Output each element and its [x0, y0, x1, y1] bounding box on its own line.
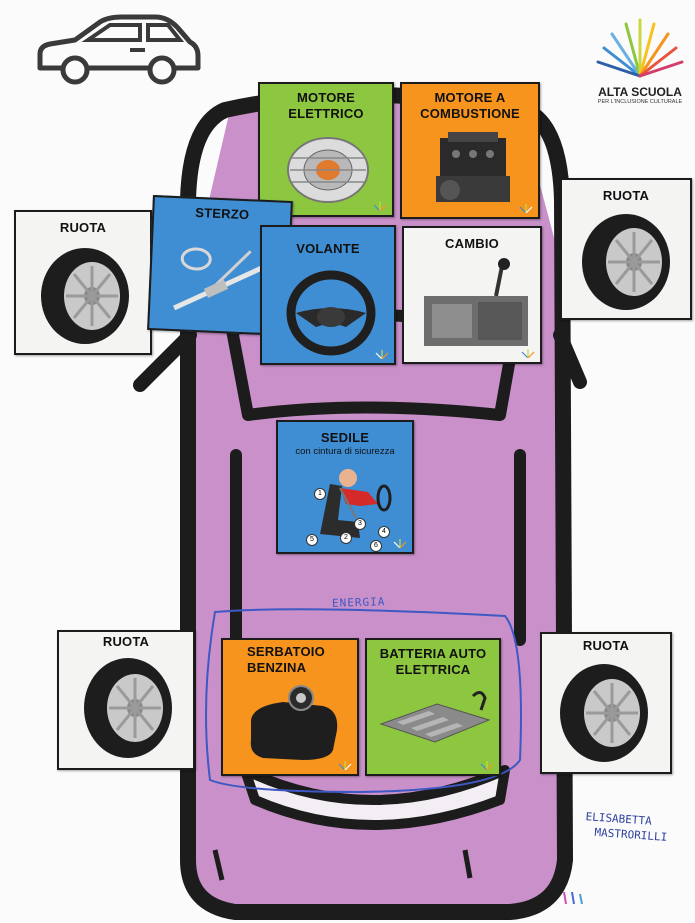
ev-battery-icon	[377, 684, 493, 754]
card-cambio: CAMBIO	[402, 226, 542, 364]
author-signature: ELISABETTA MASTRORILLI	[584, 809, 669, 845]
card-batteria-title: BATTERIA AUTO ELETTRICA	[367, 646, 499, 678]
tire-icon	[30, 244, 140, 348]
card-motore-combustione-title: MOTORE A COMBUSTIONE	[402, 90, 538, 122]
gearbox-icon	[416, 256, 534, 356]
tire-icon	[73, 654, 183, 762]
seat-callout-4: 4	[378, 526, 390, 538]
combustion-engine-icon	[430, 128, 516, 208]
card-motore-elettrico-title: MOTORE ELETTRICO	[260, 90, 392, 122]
seat-callout-3: 3	[354, 518, 366, 530]
card-ruota-front-left: RUOTA	[14, 210, 152, 355]
card-ruota-title: RUOTA	[59, 634, 193, 650]
card-sedile-subtitle: con cintura di sicurezza	[278, 446, 412, 457]
mini-logo-icon	[479, 760, 495, 770]
card-batteria-auto-elettrica: BATTERIA AUTO ELETTRICA	[365, 638, 501, 776]
marker-strokes-icon	[558, 888, 598, 908]
card-serbatoio-title: SERBATOIO BENZINA	[223, 644, 357, 676]
mini-logo-icon	[520, 348, 536, 358]
card-motore-combustione: MOTORE A COMBUSTIONE	[400, 82, 540, 219]
fuel-tank-icon	[243, 680, 343, 766]
seat-callout-6: 6	[370, 540, 382, 552]
card-volante-title: VOLANTE	[262, 241, 394, 257]
card-ruota-title: RUOTA	[16, 220, 150, 236]
steering-wheel-icon	[286, 269, 376, 357]
card-ruota-front-right: RUOTA	[560, 178, 692, 320]
seat-callout-5: 5	[306, 534, 318, 546]
seat-callout-2: 2	[340, 532, 352, 544]
mini-logo-icon	[372, 201, 388, 211]
tire-icon	[574, 210, 682, 314]
tire-icon	[552, 660, 660, 766]
card-sedile: SEDILE con cintura di sicurezza 1 2 3 4 …	[276, 420, 414, 554]
card-sedile-title: SEDILE	[278, 430, 412, 446]
card-serbatoio-benzina: SERBATOIO BENZINA	[221, 638, 359, 776]
card-sterzo-title: STERZO	[154, 203, 291, 225]
mini-logo-icon	[374, 349, 390, 359]
mini-logo-icon	[337, 760, 353, 770]
card-ruota-rear-right: RUOTA	[540, 632, 672, 774]
card-ruota-title: RUOTA	[542, 638, 670, 654]
energia-label: ENERGIA	[332, 595, 386, 610]
mini-logo-icon	[392, 538, 408, 548]
mini-logo-icon	[518, 203, 534, 213]
card-cambio-title: CAMBIO	[404, 236, 540, 252]
electric-motor-icon	[282, 130, 374, 205]
card-ruota-rear-left: RUOTA	[57, 630, 195, 770]
seat-callout-1: 1	[314, 488, 326, 500]
card-volante: VOLANTE	[260, 225, 396, 365]
card-motore-elettrico: MOTORE ELETTRICO	[258, 82, 394, 217]
card-ruota-title: RUOTA	[562, 188, 690, 204]
